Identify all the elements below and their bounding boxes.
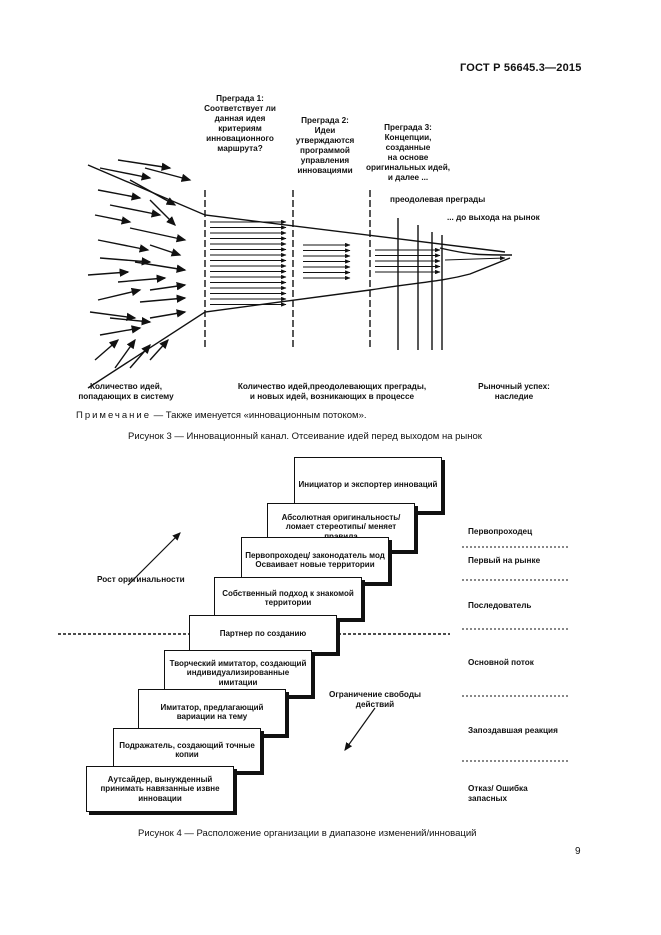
arrow (97, 189, 142, 201)
stair-step: Собственный подход к знакомой территории (214, 577, 362, 619)
arrow (94, 339, 120, 361)
page-number: 9 (575, 846, 581, 857)
ideas-overcoming-label: Количество идей,преодолевающих преграды,… (237, 382, 427, 401)
flow-arrows (210, 219, 506, 307)
market-success-label: Рыночный успех:наследие (478, 382, 550, 401)
overcome-barriers-label: преодолевая преграды (390, 195, 486, 204)
barrier-lines (204, 190, 443, 350)
arrow (144, 167, 192, 182)
zone-label-first-to-market: Первый на рынке (468, 556, 541, 565)
arrow (99, 257, 152, 266)
arrow (117, 159, 172, 171)
arrow (149, 244, 182, 257)
arrow (89, 311, 137, 322)
arrow (139, 294, 187, 303)
stair-step: Партнер по созданию (189, 615, 337, 653)
arrow (129, 227, 187, 243)
figure3-caption: Рисунок 3 — Инновационный канал. Отсеива… (128, 431, 482, 442)
arrow (444, 255, 506, 261)
arrow (99, 167, 152, 181)
arrow (117, 274, 167, 283)
arrow (99, 325, 142, 336)
figure3-note: Примечание — Также именуется «инновацион… (76, 410, 367, 421)
zone-label-refusal: Отказ/ Ошибка запасных (468, 784, 528, 803)
to-market-label: ... до выхода на рынок (447, 213, 540, 222)
restriction-arrow (344, 707, 376, 751)
zone-label-follower: Последователь (468, 601, 532, 610)
arrow (97, 239, 150, 253)
arrow (109, 316, 152, 326)
arrow (109, 204, 162, 218)
barrier3-label: Преграда 3:Концепции,созданные на основе… (365, 123, 451, 182)
growth-arrow (127, 532, 181, 586)
arrow (114, 338, 136, 369)
arrow (94, 214, 132, 225)
zone-label-late-reaction: Запоздавшая реакция (468, 726, 558, 735)
stair-step: Имитатор, предлагающий вариации на тему (138, 689, 286, 735)
document-id: ГОСТ Р 56645.3—2015 (460, 62, 582, 74)
arrow (134, 261, 187, 273)
zone-label-mainstream: Основной поток (468, 658, 534, 667)
arrow (149, 309, 187, 319)
zone-label-pioneer: Первопроходец (468, 527, 533, 536)
stair-step: Первопроходец/ законодатель мод Осваивае… (241, 537, 389, 583)
arrow (87, 268, 130, 277)
arrow (149, 338, 169, 361)
growth-label: Рост оригинальности (97, 575, 185, 584)
stair-step: Творческий имитатор, создающий индивидуа… (164, 650, 312, 696)
arrow (149, 282, 187, 291)
figure4-caption: Рисунок 4 — Расположение организации в д… (138, 828, 477, 839)
arrow (129, 343, 151, 369)
ideas-in-label: Количество идей,попадающих в систему (78, 382, 174, 401)
figure4-guides (127, 532, 376, 751)
stair-step: Аутсайдер, вынужденный принимать навязан… (86, 766, 234, 812)
incoming-idea-arrows (87, 159, 192, 369)
stair-step: Инициатор и экспортер инноваций (294, 457, 442, 512)
arrow (149, 199, 176, 226)
arrow (97, 287, 142, 301)
